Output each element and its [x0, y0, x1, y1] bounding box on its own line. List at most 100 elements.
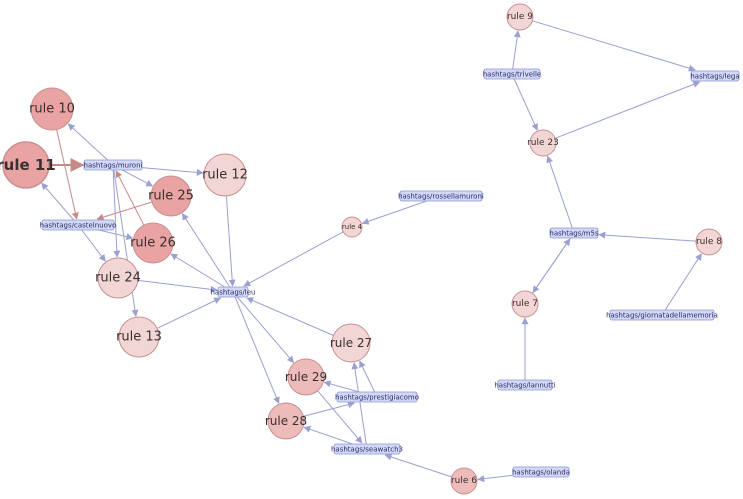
- rule-node-25[interactable]: rule 25: [148, 175, 194, 217]
- rule-node-29[interactable]: rule 29: [285, 358, 327, 396]
- rule-node-13[interactable]: rule 13: [116, 316, 162, 358]
- edge-rule23-to-lega: [554, 81, 701, 139]
- hashtag-box: [217, 286, 249, 298]
- edge-rule9-to-lega: [532, 20, 696, 72]
- hashtag-box: [333, 443, 401, 455]
- edge-rule13-to-leu: [156, 297, 222, 329]
- rule-label: rule 6: [451, 476, 477, 486]
- edges-layer: [41, 20, 702, 483]
- rule-label: rule 13: [116, 330, 162, 345]
- hashtag-node-lega[interactable]: hashtags/lega: [690, 70, 740, 82]
- edge-leu-to-rule29: [236, 296, 295, 364]
- hashtag-node-trivelle[interactable]: hashtags/trivelle: [483, 68, 542, 80]
- rule-label: rule 11: [0, 156, 56, 174]
- edge-seawatch3-to-rule28: [303, 425, 353, 445]
- hashtag-label: hashtags/muroni: [84, 162, 143, 170]
- edge-leu-to-rule28: [234, 296, 280, 405]
- edge-rossellamuroni-to-rule4: [361, 200, 427, 225]
- edge-leu-to-rule25: [181, 213, 231, 288]
- rule-label: rule 10: [29, 102, 75, 117]
- rule-node-28[interactable]: rule 28: [265, 402, 307, 440]
- rule-circle: [331, 323, 371, 363]
- hashtag-node-muroni[interactable]: hashtags/muroni: [83, 159, 143, 171]
- rule-circle: [511, 290, 539, 318]
- edge-muroni-to-rule25: [122, 169, 154, 187]
- hashtag-label: hashtags/seawatch3: [331, 446, 403, 454]
- rule-circle: [30, 87, 74, 131]
- edge-castelnuovo-to-rule11: [41, 182, 75, 221]
- rule-node-4[interactable]: rule 4: [341, 216, 363, 238]
- rule-node-23[interactable]: rule 23: [527, 129, 559, 157]
- rule-circle: [529, 129, 557, 157]
- rule-node-9[interactable]: rule 9: [506, 3, 534, 31]
- edge-rule27-to-leu: [246, 297, 334, 336]
- rule-circle: [341, 216, 363, 238]
- rule-label: rule 26: [130, 236, 176, 251]
- rule-node-10[interactable]: rule 10: [29, 87, 75, 131]
- rule-node-8[interactable]: rule 8: [695, 228, 723, 256]
- edge-rule7-to-m5s: [531, 238, 571, 294]
- hashtag-box: [512, 466, 570, 478]
- hashtag-label: hashtags/lega: [690, 73, 739, 81]
- hashtag-box: [609, 309, 715, 321]
- edge-rule10-to-castelnuovo: [56, 129, 79, 220]
- rule-label: rule 12: [202, 168, 248, 183]
- hashtag-node-lannutti[interactable]: hashtags/lannutti: [494, 379, 556, 391]
- rule-label: rule 7: [512, 299, 538, 309]
- rule-label: rule 9: [507, 12, 533, 22]
- hashtag-label: hashtags/prestigiacomo: [335, 394, 419, 402]
- hashtag-box: [41, 219, 115, 231]
- edge-trivelle-to-rule23: [513, 78, 538, 131]
- hashtag-label: hashtags/giornatadellamemoria: [606, 312, 718, 320]
- edge-rule4-to-leu: [243, 231, 344, 287]
- rule-label: rule 27: [330, 336, 372, 350]
- edge-prestigiacomo-to-rule27: [359, 360, 376, 393]
- hashtag-label: hashtags/rossellamuroni: [398, 193, 484, 201]
- rule-node-7[interactable]: rule 7: [511, 290, 539, 318]
- rule-circle: [450, 467, 478, 495]
- rule-circle: [695, 228, 723, 256]
- rule-circle: [267, 402, 305, 440]
- hashtag-label: hashtags/leu: [211, 289, 256, 297]
- rule-circle: [150, 175, 192, 217]
- edge-rule12-to-leu: [225, 195, 236, 287]
- rule-label: rule 8: [696, 237, 722, 247]
- hashtag-node-olanda[interactable]: hashtags/olanda: [512, 466, 570, 478]
- hashtag-node-giornatadellamemoria[interactable]: hashtags/giornatadellamemoria: [606, 309, 718, 321]
- hashtag-label: hashtags/castelnuovo: [40, 222, 117, 230]
- edge-rule29-to-seawatch3: [317, 390, 363, 444]
- rule-circle: [2, 141, 50, 189]
- rule-node-26[interactable]: rule 26: [130, 222, 176, 264]
- edge-rule25-to-castelnuovo: [96, 201, 153, 221]
- hashtag-label: hashtags/lannutti: [494, 382, 555, 390]
- edge-olanda-to-rule6: [477, 474, 514, 483]
- hashtag-box: [549, 227, 599, 239]
- rule-node-27[interactable]: rule 27: [330, 323, 372, 363]
- rule-node-24[interactable]: rule 24: [95, 257, 141, 299]
- hashtag-node-prestigiacomo[interactable]: hashtags/prestigiacomo: [335, 391, 419, 403]
- hashtag-box: [483, 68, 541, 80]
- edge-muroni-to-rule12: [141, 167, 204, 176]
- hashtag-label: hashtags/trivelle: [483, 71, 542, 79]
- edge-leu-to-rule26: [170, 253, 226, 288]
- rule-circle: [132, 222, 174, 264]
- hashtag-node-castelnuovo[interactable]: hashtags/castelnuovo: [40, 219, 117, 231]
- edge-castelnuovo-to-rule26: [98, 229, 134, 241]
- nodes-layer: rule 11 rule 10 rule 12 rule 25 rule 26 rule …: [0, 3, 740, 495]
- hashtag-node-m5s[interactable]: hashtags/m5s: [549, 227, 599, 239]
- hashtag-node-seawatch3[interactable]: hashtags/seawatch3: [331, 443, 403, 455]
- rule-node-12[interactable]: rule 12: [202, 153, 248, 197]
- rule-label: rule 29: [285, 370, 327, 384]
- rule-label: rule 4: [342, 223, 363, 231]
- hashtag-box: [83, 159, 143, 171]
- rule-node-11[interactable]: rule 11: [0, 141, 56, 189]
- hashtag-label: hashtags/olanda: [512, 469, 570, 477]
- hashtag-node-rossellamuroni[interactable]: hashtags/rossellamuroni: [398, 190, 484, 202]
- hashtag-node-leu[interactable]: hashtags/leu: [211, 286, 256, 298]
- edge-m5s-to-rule23: [546, 155, 573, 229]
- rule-node-6[interactable]: rule 6: [450, 467, 478, 495]
- rule-circle: [506, 3, 534, 31]
- hashtag-label: hashtags/m5s: [549, 230, 599, 238]
- edge-rule6-to-seawatch3: [384, 453, 452, 478]
